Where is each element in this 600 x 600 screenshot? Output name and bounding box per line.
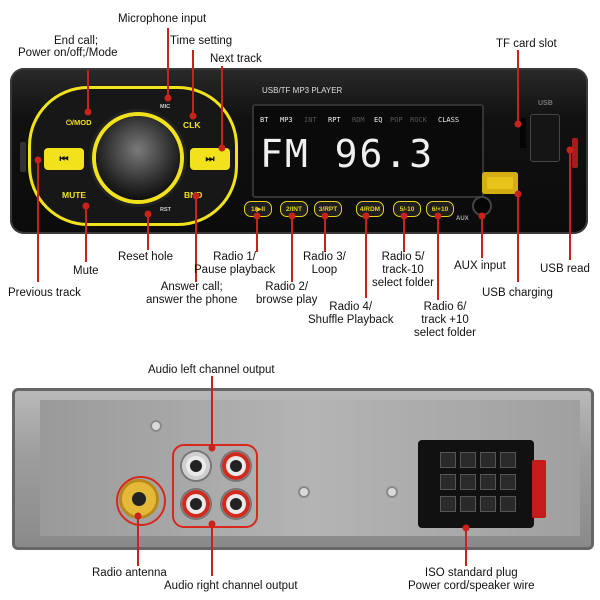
iso-pin-grid [440, 452, 516, 512]
next-track-button[interactable]: ⏭ [190, 148, 230, 170]
label-answer-call: Answer call; answer the phone [146, 281, 237, 307]
label-mute: Mute [73, 265, 99, 277]
label-iso-plug-line2: Power cord/speaker wire [408, 580, 535, 592]
label-iso-plug: ISO standard plug Power cord/speaker wir… [408, 567, 535, 593]
right-mount-clip [572, 138, 578, 168]
display-tag: BT [260, 116, 269, 124]
label-previous-track: Previous track [8, 287, 81, 299]
label-radio4-line1: Radio 4/ [329, 301, 373, 313]
aux-jack[interactable] [474, 198, 490, 214]
label-audio-left: Audio left channel output [148, 364, 275, 376]
label-microphone-input: Microphone input [118, 13, 207, 25]
display-tag: ROCK [410, 116, 427, 124]
display-tag: INT [304, 116, 317, 124]
next-icon: ⏭ [205, 153, 215, 165]
label-radio2-line1: Radio 2/ [265, 281, 309, 293]
volume-knob[interactable] [96, 116, 180, 200]
label-radio3: Radio 3/ Loop [303, 251, 346, 277]
preset-button-4[interactable]: 4/RDM [356, 201, 384, 217]
display-tag: EQ [374, 116, 383, 124]
lcd-display: BT MP3 INT RPT RDM EQ POP ROCK CLASS FM … [252, 104, 484, 198]
label-tf-card-slot: TF card slot [496, 38, 557, 50]
label-radio-antenna: Radio antenna [92, 567, 167, 579]
label-answer-call-line1: Answer call; [160, 281, 223, 293]
label-radio5: Radio 5/ track-10 select folder [372, 251, 434, 290]
label-answer-call-line2: answer the phone [146, 294, 238, 306]
label-time-setting: Time setting [170, 35, 233, 47]
label-end-call-line1: End call; [54, 35, 99, 47]
iso-red-plug [532, 460, 546, 518]
label-radio4: Radio 4/ Shuffle Playback [308, 301, 393, 327]
rca-left-white[interactable] [182, 452, 210, 480]
usb-read-port[interactable] [530, 114, 560, 162]
label-radio5-line3: select folder [372, 277, 435, 289]
screw [298, 486, 310, 498]
label-radio6: Radio 6/ track +10 select folder [414, 301, 476, 340]
preset-button-2[interactable]: 2/INT [280, 201, 308, 217]
label-aux-input: AUX input [454, 260, 506, 272]
label-radio4-line2: Shuffle Playback [308, 314, 394, 326]
clock-button[interactable]: CLK [183, 120, 201, 130]
label-radio2-line2: browse play [256, 294, 318, 306]
label-next-track: Next track [210, 53, 262, 65]
antenna-socket[interactable] [122, 482, 156, 516]
preset-button-3[interactable]: 3/RPT [314, 201, 342, 217]
mute-button[interactable]: MUTE [62, 190, 87, 200]
label-usb-charging: USB charging [482, 287, 553, 299]
label-radio6-line2: track +10 [421, 314, 469, 326]
display-tag: MP3 [280, 116, 293, 124]
label-radio3-line2: Loop [311, 264, 338, 276]
label-end-call-line2: Power on/off;/Mode [18, 47, 118, 59]
display-tag: RDM [352, 116, 365, 124]
label-radio3-line1: Radio 3/ [303, 251, 346, 263]
label-radio6-line1: Radio 6/ [423, 301, 467, 313]
rca-highlight [172, 444, 258, 528]
display-tag: RPT [328, 116, 341, 124]
mic-label: MIC [160, 104, 171, 110]
label-audio-right: Audio right channel output [164, 580, 298, 592]
rca-right-red-2[interactable] [222, 490, 250, 518]
antenna-highlight [116, 476, 166, 526]
screw [150, 420, 162, 432]
previous-track-button[interactable]: ⏮ [44, 148, 84, 170]
label-radio1-line1: Radio 1/ [213, 251, 257, 263]
aux-label: AUX [456, 216, 469, 222]
rca-right-red[interactable] [182, 490, 210, 518]
display-tag: CLASS [438, 116, 460, 124]
tf-card-slot[interactable] [520, 118, 526, 148]
screw [386, 486, 398, 498]
usb-port[interactable] [482, 172, 518, 194]
label-radio1-line2: Pause playback [194, 264, 276, 276]
label-radio2: Radio 2/ browse play [256, 281, 317, 307]
unit-caption: USB/TF MP3 PLAYER [262, 86, 343, 95]
reset-label: RST [160, 207, 171, 213]
display-tag: POP [390, 116, 403, 124]
label-radio6-line3: select folder [414, 327, 477, 339]
left-mount-clip [20, 142, 26, 172]
usb-label: USB [538, 100, 553, 107]
label-radio5-line2: track-10 [382, 264, 424, 276]
label-radio5-line1: Radio 5/ [381, 251, 425, 263]
previous-icon: ⏮ [59, 153, 69, 165]
label-usb-read: USB read [540, 263, 590, 275]
label-radio1: Radio 1/ Pause playback [194, 251, 275, 277]
power-mode-button[interactable]: ⏻/MOD [66, 118, 92, 127]
label-iso-plug-line1: ISO standard plug [424, 567, 518, 579]
label-reset-hole: Reset hole [118, 251, 173, 263]
display-frequency: FM 96.3 [260, 132, 435, 176]
rca-left-red[interactable] [222, 452, 250, 480]
